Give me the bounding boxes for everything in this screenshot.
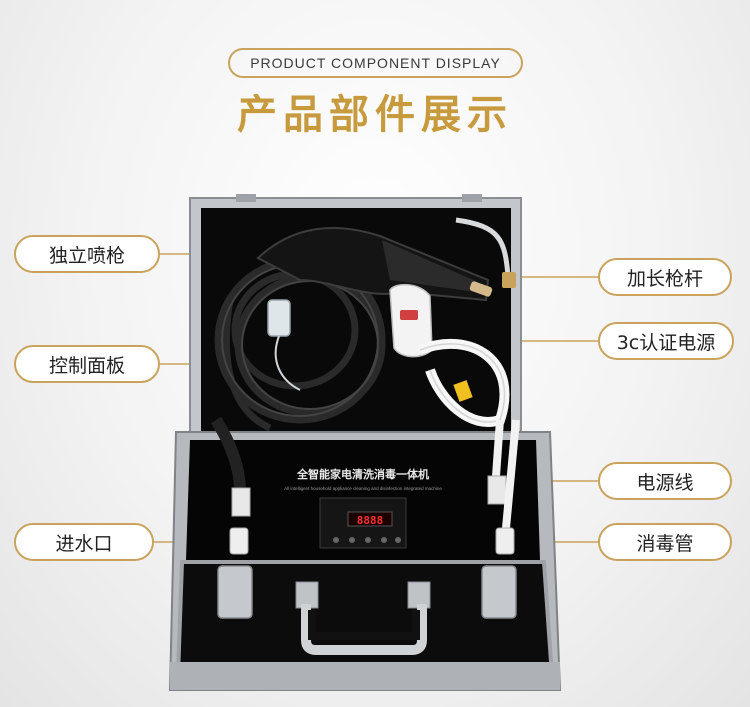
panel-subtitle-text: All intelligent household appliance clea…	[284, 486, 442, 491]
led-display-value: 8888	[357, 514, 384, 527]
spray-gun	[256, 226, 493, 302]
power-cord-fitting	[487, 419, 507, 505]
label-control-panel: 控制面板	[14, 345, 160, 383]
panel-title-text: 全智能家电清洗消毒一体机	[296, 467, 429, 481]
water-inlet-fitting	[210, 416, 251, 555]
led-display	[347, 511, 393, 527]
panel-buttons	[333, 537, 401, 543]
header-subtitle: PRODUCT COMPONENT DISPLAY	[250, 55, 501, 71]
label-disinfect-tube: 消毒管	[598, 523, 732, 561]
page-title: 产品部件展示	[237, 92, 513, 138]
extension-rod	[455, 217, 511, 277]
label-extension-rod: 加长枪杆	[598, 258, 732, 296]
label-power-cord: 电源线	[598, 462, 732, 500]
header-subtitle-pill: PRODUCT COMPONENT DISPLAY	[228, 48, 523, 78]
label-water-inlet: 进水口	[14, 523, 154, 561]
case-handle	[295, 581, 431, 655]
filter-cartridge	[267, 299, 301, 391]
label-spray-gun: 独立喷枪	[14, 235, 160, 273]
case-base	[168, 431, 562, 691]
disinfect-tube-fitting	[495, 419, 520, 555]
extension-rod-tip	[502, 272, 516, 288]
power-plug-3c	[389, 283, 510, 427]
label-power-3c: 3c认证电源	[598, 322, 734, 360]
control-panel	[319, 497, 407, 549]
case-latches	[217, 565, 517, 619]
